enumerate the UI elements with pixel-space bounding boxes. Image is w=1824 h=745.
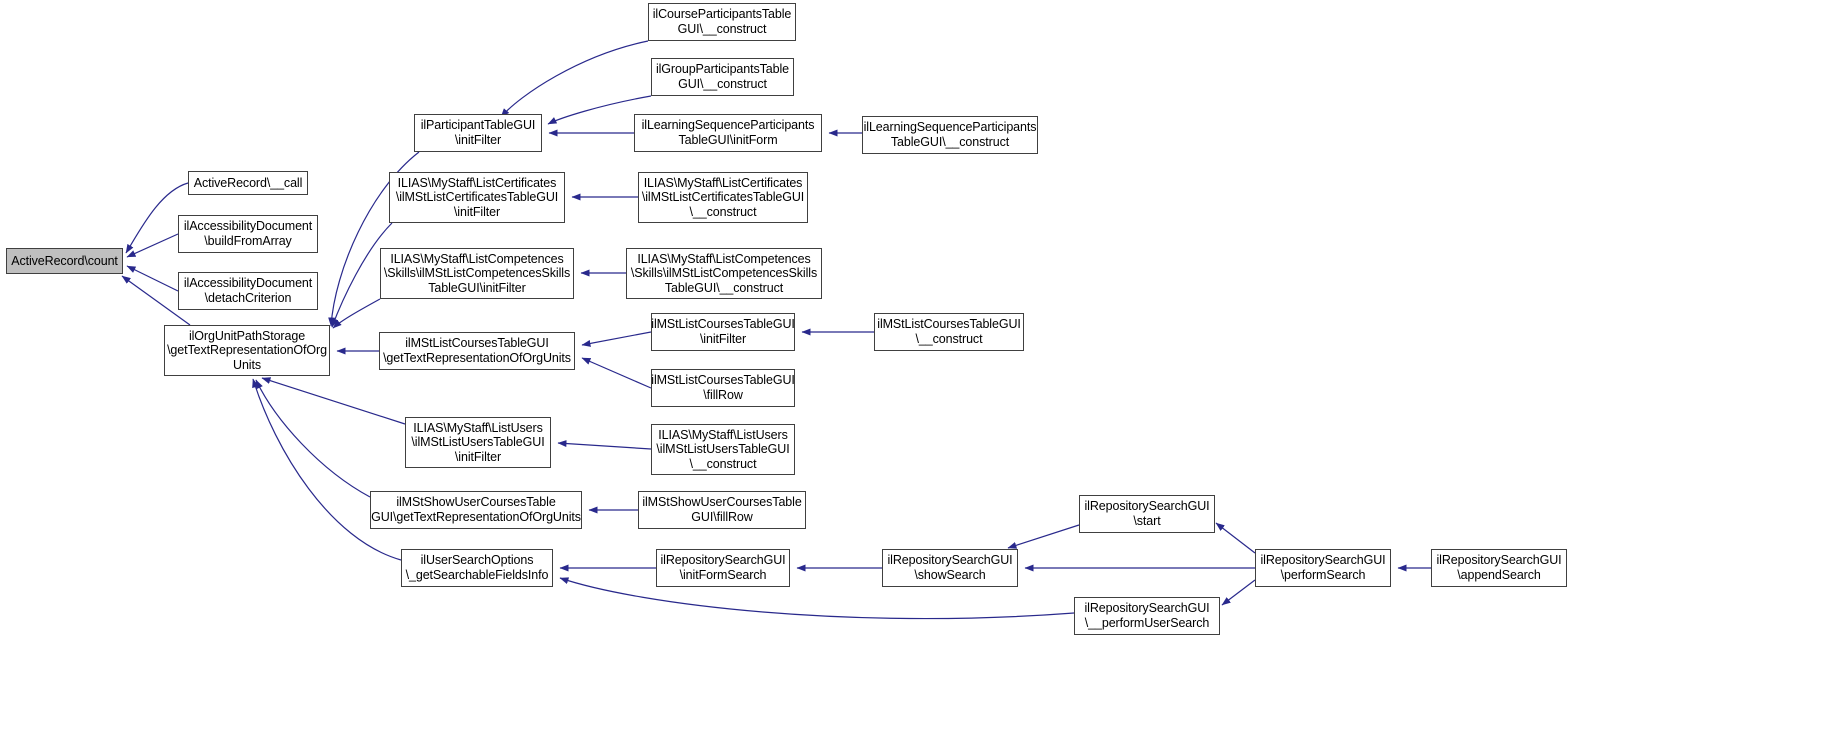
graph-node-repo_show[interactable]: ilRepositorySearchGUI \showSearch	[882, 549, 1018, 587]
graph-node-grouppart[interactable]: ilGroupParticipantsTable GUI\__construct	[651, 58, 794, 96]
graph-node-repo_initform[interactable]: ilRepositorySearchGUI \initFormSearch	[656, 549, 790, 587]
graph-node-comp_constr[interactable]: ILIAS\MyStaff\ListCompetences \Skills\il…	[626, 248, 822, 299]
graph-node-lseq_initform[interactable]: ilLearningSequenceParticipants TableGUI\…	[634, 114, 822, 152]
call-edge	[1007, 524, 1080, 549]
graph-node-coursepart[interactable]: ilCourseParticipantsTable GUI\__construc…	[648, 3, 796, 41]
call-edge	[581, 331, 652, 347]
graph-node-courses_fill[interactable]: ilMStListCoursesTableGUI \fillRow	[651, 369, 795, 407]
graph-node-repo_append[interactable]: ilRepositorySearchGUI \appendSearch	[1431, 549, 1567, 587]
graph-node-cert_constr[interactable]: ILIAS\MyStaff\ListCertificates \ilMStLis…	[638, 172, 808, 223]
call-edge	[557, 440, 652, 450]
graph-node-users_constr[interactable]: ILIAS\MyStaff\ListUsers \ilMStListUsersT…	[651, 424, 795, 475]
graph-node-part_init[interactable]: ilParticipantTableGUI \initFilter	[414, 114, 542, 152]
call-edge	[332, 298, 381, 329]
graph-node-repo_perform[interactable]: ilRepositorySearchGUI \performSearch	[1255, 549, 1391, 587]
graph-node-usersearch[interactable]: ilUserSearchOptions \_getSearchableField…	[401, 549, 553, 587]
call-edge	[1215, 522, 1256, 554]
call-edge	[581, 357, 652, 389]
graph-node-showuc_fill[interactable]: ilMStShowUserCoursesTable GUI\fillRow	[638, 491, 806, 529]
graph-node-lseq_constr[interactable]: ilLearningSequenceParticipants TableGUI\…	[862, 116, 1038, 154]
graph-node-showuc_text[interactable]: ilMStShowUserCoursesTable GUI\getTextRep…	[370, 491, 582, 529]
graph-node-root[interactable]: ActiveRecord\count	[6, 248, 123, 274]
graph-node-acc_detach[interactable]: ilAccessibilityDocument \detachCriterion	[178, 272, 318, 310]
graph-node-comp_init[interactable]: ILIAS\MyStaff\ListCompetences \Skills\il…	[380, 248, 574, 299]
graph-node-repo_start[interactable]: ilRepositorySearchGUI \start	[1079, 495, 1215, 533]
graph-node-orgunit[interactable]: ilOrgUnitPathStorage \getTextRepresentat…	[164, 325, 330, 376]
call-edge	[500, 40, 649, 118]
call-edge	[252, 378, 402, 561]
call-edge	[126, 233, 179, 258]
graph-node-courses_init[interactable]: ilMStListCoursesTableGUI \initFilter	[651, 313, 795, 351]
call-edge	[255, 379, 371, 498]
call-edge	[1221, 579, 1256, 606]
graph-node-acc_build[interactable]: ilAccessibilityDocument \buildFromArray	[178, 215, 318, 253]
graph-node-users_init[interactable]: ILIAS\MyStaff\ListUsers \ilMStListUsersT…	[405, 417, 551, 468]
call-edge	[261, 377, 406, 425]
graph-node-repo_perfuser[interactable]: ilRepositorySearchGUI \__performUserSear…	[1074, 597, 1220, 635]
graph-node-cert_init[interactable]: ILIAS\MyStaff\ListCertificates \ilMStLis…	[389, 172, 565, 223]
call-edge	[126, 265, 179, 292]
graph-node-ar_call[interactable]: ActiveRecord\__call	[188, 171, 308, 195]
graph-node-courses_constr[interactable]: ilMStListCoursesTableGUI \__construct	[874, 313, 1024, 351]
graph-node-courses_text[interactable]: ilMStListCoursesTableGUI \getTextReprese…	[379, 332, 575, 370]
